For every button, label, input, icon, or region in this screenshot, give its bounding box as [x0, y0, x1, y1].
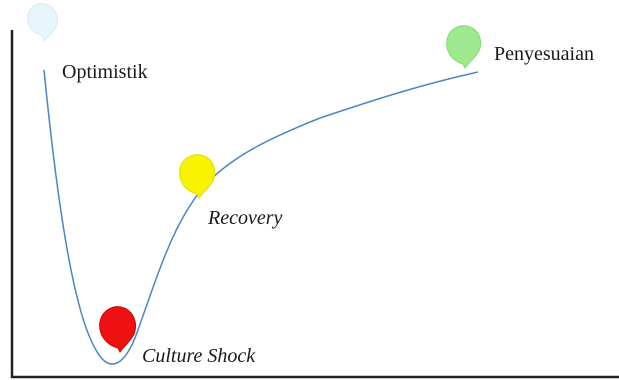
marker-culture-shock — [99, 306, 137, 353]
adaptation-curve — [43, 69, 479, 365]
marker-recovery — [179, 154, 216, 199]
label-penyesuaian: Penyesuaian — [494, 43, 594, 65]
marker-optimistik — [27, 2, 59, 43]
label-optimistik: Optimistik — [62, 61, 148, 83]
marker-penyesuaian — [446, 25, 482, 69]
label-recovery: Recovery — [207, 207, 283, 229]
label-culture-shock: Culture Shock — [142, 345, 256, 367]
